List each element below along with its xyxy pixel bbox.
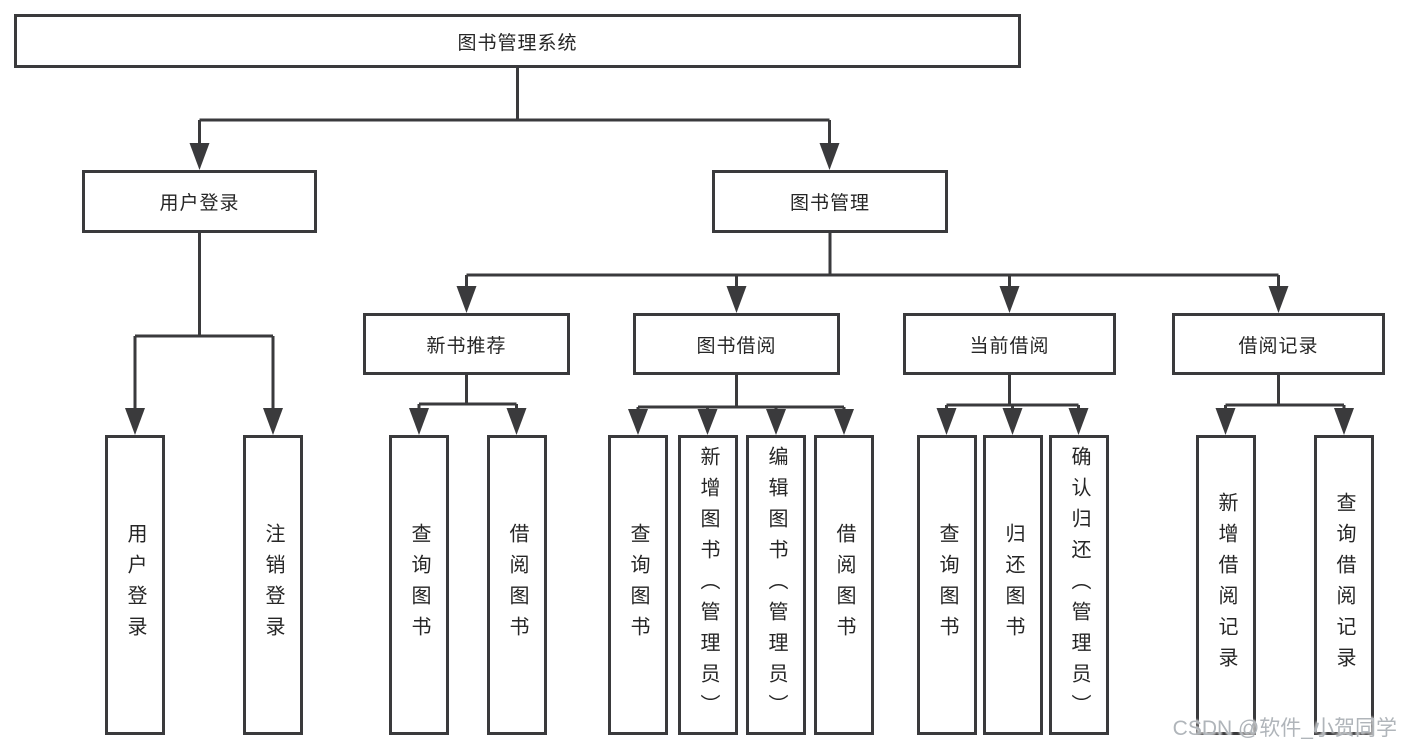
leaf-label: 归还图书: [1002, 523, 1024, 647]
leaf-label: 借阅图书: [506, 523, 528, 647]
node-label: 当前借阅: [969, 335, 1050, 357]
leaf-query-borrow-record: 查询借阅记录: [1314, 435, 1374, 735]
leaf-label: 借阅图书: [833, 523, 855, 647]
leaf-query-books-recommend: 查询图书: [389, 435, 449, 735]
node-user-login: 用户登录: [82, 170, 317, 233]
leaf-label: 查询图书: [936, 523, 958, 647]
leaf-label: 查询借阅记录: [1333, 492, 1355, 678]
leaf-edit-books-admin: 编辑图书（管理员）: [746, 435, 806, 735]
node-label: 用户登录: [159, 193, 240, 214]
leaf-label: 编辑图书（管理员）: [765, 445, 787, 725]
leaf-label: 查询图书: [627, 523, 649, 647]
csdn-watermark: CSDN @软件_小贺同学: [1172, 717, 1397, 740]
node-new-book-recommendation: 新书推荐: [363, 313, 570, 375]
leaf-add-borrow-record: 新增借阅记录: [1196, 435, 1256, 735]
node-library-management-system: 图书管理系统: [14, 14, 1021, 68]
leaf-borrow-books: 借阅图书: [814, 435, 874, 735]
leaf-borrow-books-recommend: 借阅图书: [487, 435, 547, 735]
leaf-return-books: 归还图书: [983, 435, 1043, 735]
leaf-label: 注销登录: [262, 523, 284, 647]
leaf-user-login: 用户登录: [105, 435, 165, 735]
leaf-add-books-admin: 新增图书（管理员）: [678, 435, 738, 735]
leaf-confirm-return-admin: 确认归还（管理员）: [1049, 435, 1109, 735]
node-label: 新书推荐: [426, 335, 507, 357]
node-label: 借阅记录: [1238, 335, 1319, 357]
leaf-query-books-borrow: 查询图书: [608, 435, 668, 735]
leaf-logout: 注销登录: [243, 435, 303, 735]
leaf-label: 新增图书（管理员）: [697, 445, 719, 725]
leaf-label: 确认归还（管理员）: [1068, 445, 1090, 725]
node-book-borrowing: 图书借阅: [633, 313, 840, 375]
node-label: 图书管理系统: [457, 32, 578, 54]
leaf-label: 新增借阅记录: [1215, 492, 1237, 678]
node-current-borrowing: 当前借阅: [903, 313, 1116, 375]
node-borrowing-records: 借阅记录: [1172, 313, 1385, 375]
node-book-management: 图书管理: [712, 170, 948, 233]
leaf-query-books-current: 查询图书: [917, 435, 977, 735]
node-label: 图书借阅: [696, 335, 777, 357]
leaf-label: 查询图书: [408, 523, 430, 647]
leaf-label: 用户登录: [124, 523, 146, 647]
node-label: 图书管理: [789, 193, 870, 214]
